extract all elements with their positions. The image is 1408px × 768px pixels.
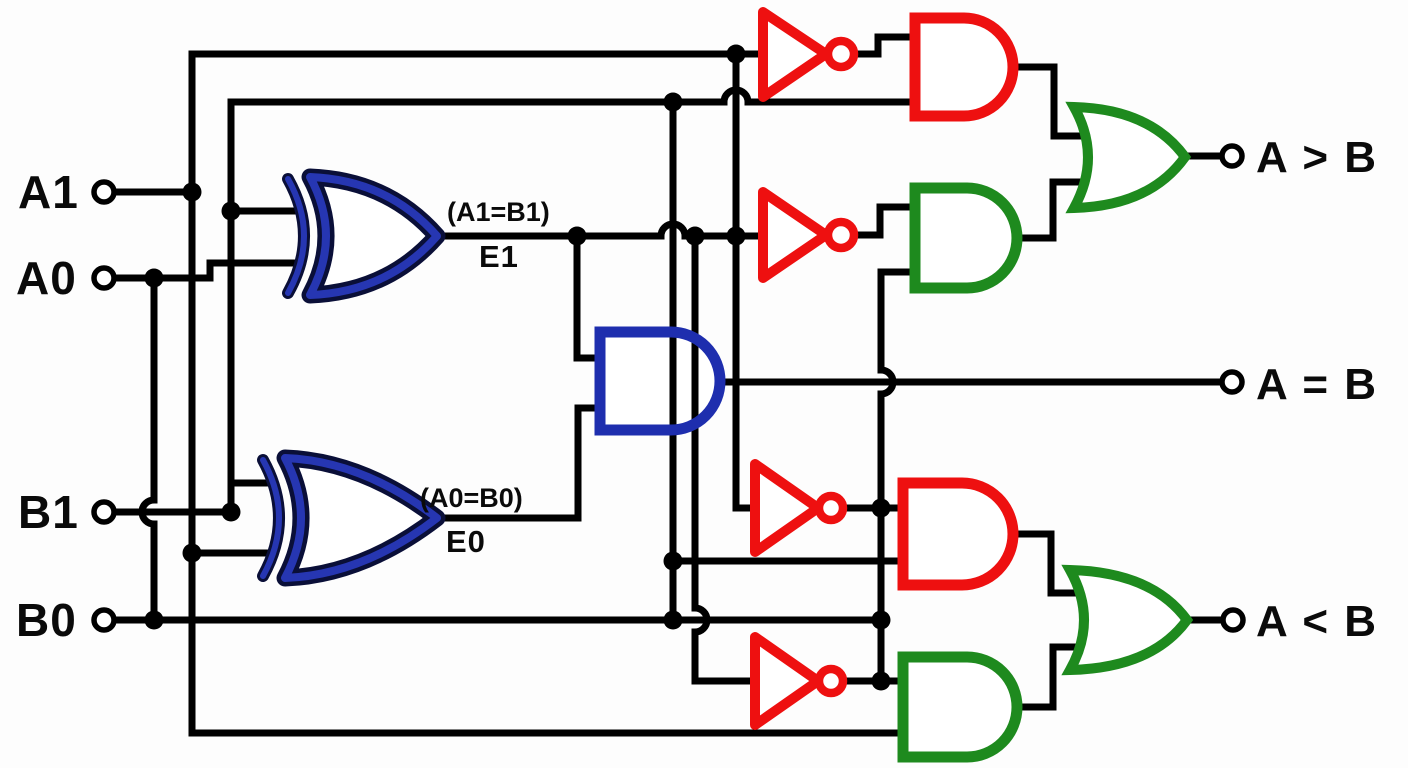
not-gate-top-1 <box>758 7 859 102</box>
input-label-b0: B0 <box>16 594 77 646</box>
wires <box>104 33 1223 737</box>
terminal-a-eq-b <box>1219 369 1245 395</box>
wire-a0-vertical <box>138 278 158 620</box>
terminal-a-gt-b <box>1219 143 1245 169</box>
not-gate-bottom-1 <box>750 459 848 557</box>
net-label-e1: E1 <box>479 239 519 274</box>
wire-mid-vertical-2 <box>732 54 755 512</box>
xnor-gate-a1b1 <box>282 168 446 304</box>
terminal-a-lt-b <box>1220 607 1246 633</box>
input-label-b1: B1 <box>18 486 79 538</box>
junction-dots <box>144 44 891 691</box>
and-gate-gt-green <box>909 182 1023 294</box>
output-label-a-eq-b: A = B <box>1256 360 1378 409</box>
wire-a0-lead <box>104 259 296 282</box>
wire-not1-out <box>854 33 915 58</box>
wire-gt-green-and-out <box>1017 178 1086 242</box>
terminal-a0 <box>91 265 117 291</box>
net-label-e0-equation: (A0=B0) <box>420 483 523 513</box>
wire-e1-to-and <box>573 236 600 362</box>
not-gate-top-2 <box>758 187 859 283</box>
gates <box>257 7 1194 763</box>
wire-e0 <box>437 404 600 522</box>
terminals <box>91 143 1246 633</box>
terminal-b1 <box>91 499 117 525</box>
and-gate-equality <box>594 326 726 436</box>
terminal-a1 <box>91 179 117 205</box>
wire-right-vertical-branch <box>877 268 915 681</box>
net-label-e0: E0 <box>446 524 486 559</box>
or-gate-a-gt-b <box>1065 101 1192 214</box>
and-gate-lt-green <box>897 651 1023 763</box>
not-gate-bottom-2 <box>750 632 848 730</box>
wire-rail1-bottom-rail <box>188 50 903 737</box>
input-label-a0: A0 <box>16 252 77 304</box>
wire-lt-red-and-out <box>1013 530 1082 597</box>
wire-not2-out <box>854 203 915 239</box>
output-label-a-gt-b: A > B <box>1256 133 1378 182</box>
wire-mid-vertical-3 <box>691 236 755 685</box>
wire-lt-green-and-out <box>1017 643 1082 711</box>
labels: A1 A0 B1 B0 (A1=B1) E1 (A0=B0) E0 A > B … <box>16 133 1378 646</box>
and-gate-gt-red <box>909 12 1019 122</box>
and-gate-lt-red <box>897 477 1019 591</box>
net-label-e1-equation: (A1=B1) <box>447 197 550 227</box>
or-gate-a-lt-b <box>1061 564 1194 676</box>
output-label-a-lt-b: A < B <box>1256 597 1378 646</box>
wire-gt-red-and-out <box>1013 63 1086 140</box>
xnor-gate-a0b0 <box>257 449 446 587</box>
input-label-a1: A1 <box>18 166 79 218</box>
terminal-b0 <box>91 607 117 633</box>
